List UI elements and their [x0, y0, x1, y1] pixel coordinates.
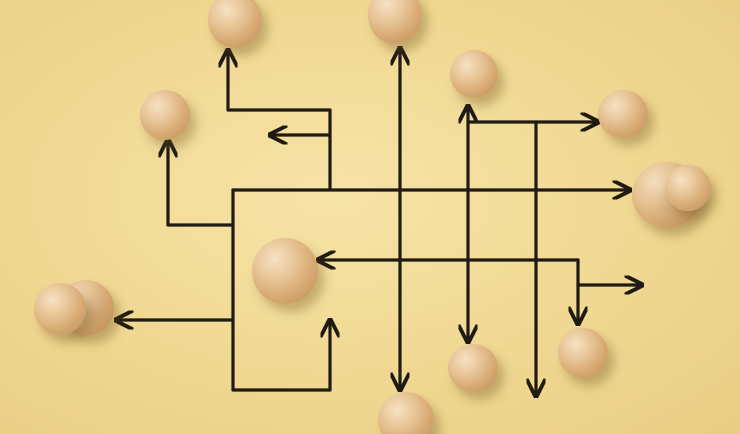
wooden-peg-center: [252, 238, 318, 304]
wooden-peg-top-left: [208, 0, 262, 48]
arrow-up-left: [228, 52, 332, 190]
wooden-peg-right-top: [598, 90, 648, 138]
wooden-peg-right-lying-head: [665, 165, 711, 211]
wooden-peg-bottom-center: [378, 392, 434, 434]
wooden-peg-upper-left: [140, 90, 190, 140]
wooden-peg-upper-right: [450, 50, 498, 98]
arrow-loop-up: [231, 188, 330, 392]
wooden-peg-bottom-right: [558, 328, 608, 378]
arrow-up-far-left: [168, 142, 235, 227]
wooden-peg-bottom-right-center: [448, 344, 498, 392]
wooden-peg-left-lying-head: [34, 283, 86, 335]
